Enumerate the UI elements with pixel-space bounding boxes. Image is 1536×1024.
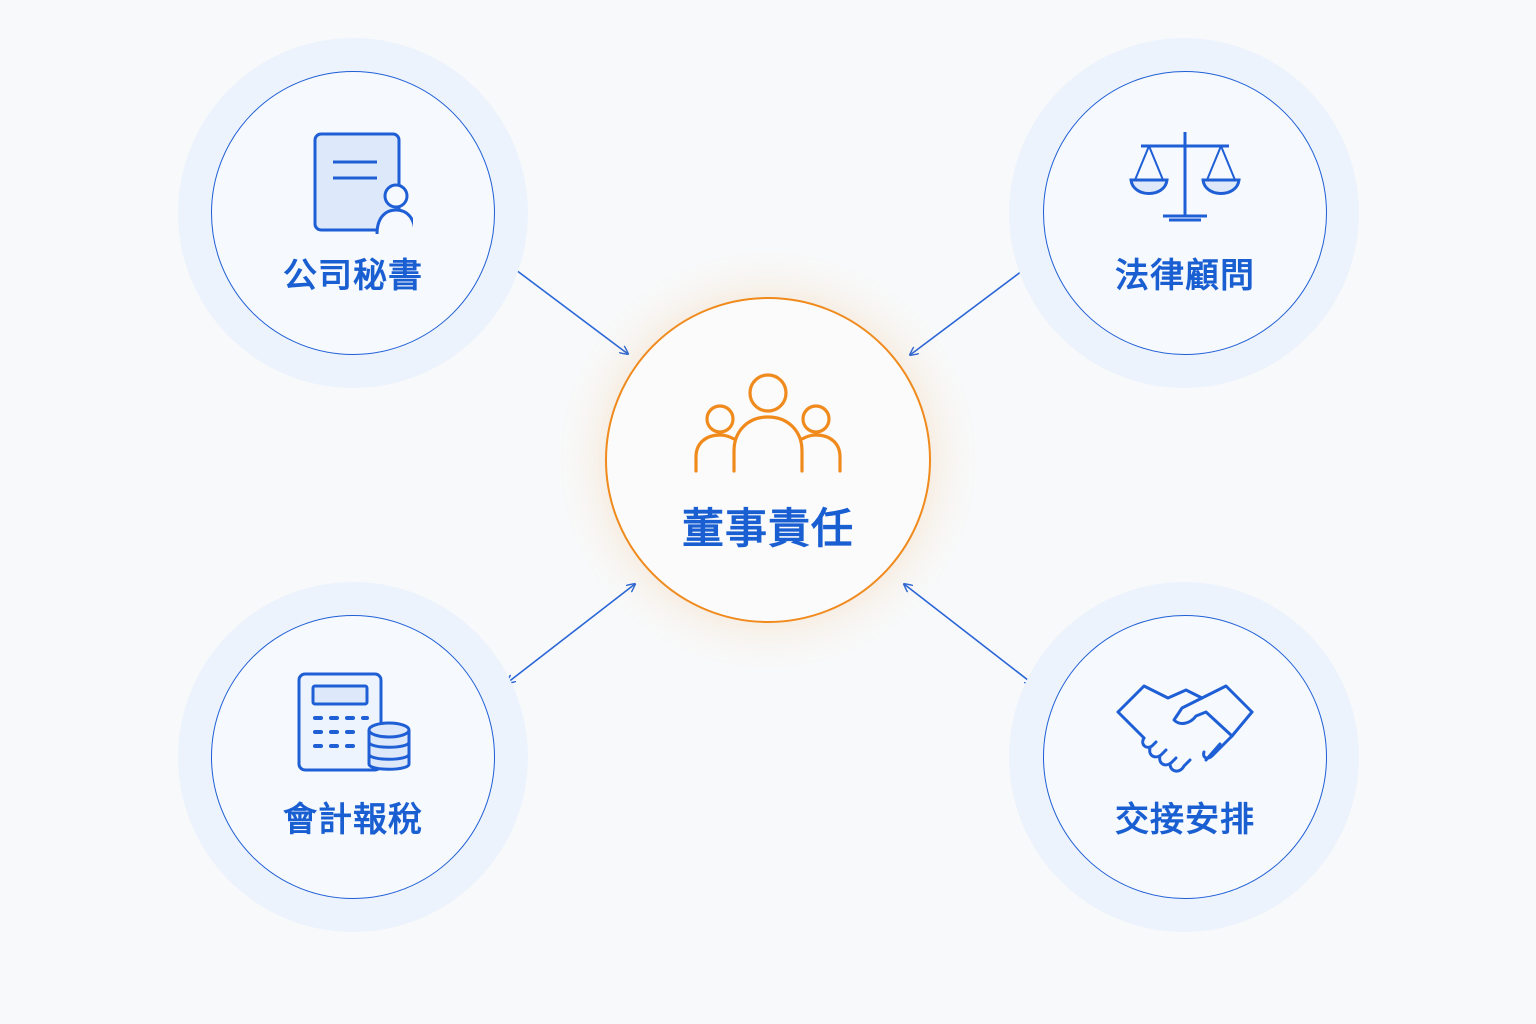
document-person-icon [313,132,413,234]
node-label-secretary: 公司秘書 [283,256,423,296]
connector-legal [910,265,1030,355]
people-group-icon [694,373,842,473]
connector-secretary [508,264,628,354]
node-center[interactable]: 董事責任 [605,297,931,623]
node-label-center: 董事責任 [681,504,854,553]
connector-accounting [507,584,635,683]
handshake-icon [1116,684,1254,773]
node-handover[interactable]: 交接安排 [1043,615,1327,899]
node-accounting[interactable]: 會計報稅 [211,615,495,899]
connector-handover [904,584,1033,684]
calculator-coins-icon [297,672,411,772]
node-label-legal: 法律顧問 [1115,256,1255,296]
node-label-handover: 交接安排 [1115,800,1255,840]
node-legal[interactable]: 法律顧問 [1043,71,1327,355]
scale-icon [1129,132,1241,222]
node-secretary[interactable]: 公司秘書 [211,71,495,355]
node-label-accounting: 會計報稅 [283,800,423,840]
